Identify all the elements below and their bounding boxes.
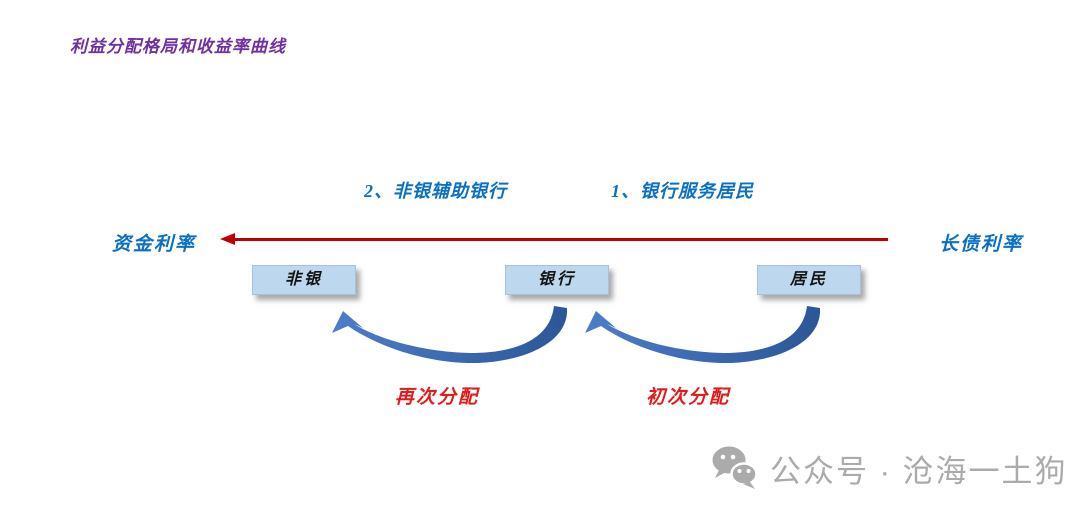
curved-arrow-bank-to-nonbank-icon (332, 306, 568, 364)
long-bond-rate-label: 长债利率 (939, 234, 1024, 255)
watermark-text: 公众号 · 沧海一土狗 (770, 453, 1068, 489)
node-nonbank: 非银 (252, 265, 356, 295)
rate-axis-line (234, 238, 888, 241)
node-residents: 居民 (757, 265, 861, 295)
step-label-nonbank-assists-bank: 2、非银辅助银行 (364, 181, 507, 201)
node-bank: 银行 (505, 265, 609, 295)
curved-arrow-residents-to-bank-icon (585, 306, 821, 364)
watermark: 公众号 · 沧海一土狗 (710, 445, 1068, 491)
step-label-bank-serves-residents: 1、银行服务居民 (611, 181, 754, 201)
rate-axis-arrowhead-icon (220, 233, 235, 245)
page-title: 利益分配格局和收益率曲线 (70, 37, 286, 56)
funding-rate-label: 资金利率 (112, 234, 197, 255)
flow-label-redistribution: 再次分配 (395, 387, 480, 408)
wechat-icon (712, 446, 758, 489)
flow-label-initial-distribution: 初次分配 (646, 387, 731, 408)
